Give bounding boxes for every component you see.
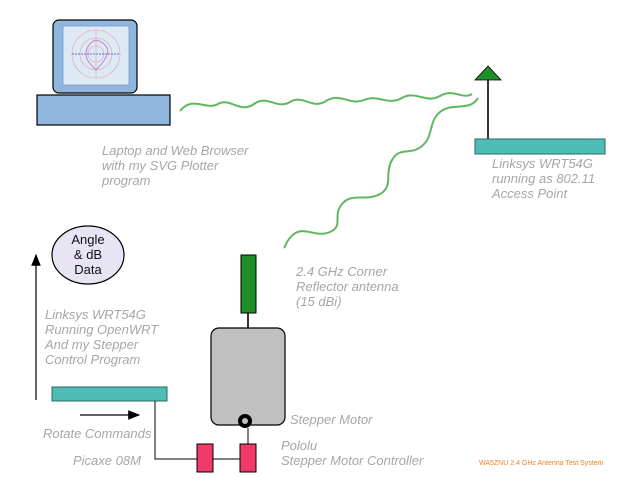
stepper-motor-icon <box>238 414 252 428</box>
stepper-motor-housing <box>210 327 286 426</box>
stepper-motor-label: Stepper Motor <box>290 412 373 427</box>
antenna-mast-icon <box>474 65 502 139</box>
rotate-commands-label: Rotate Commands <box>43 426 152 441</box>
wireless-wave-laptop <box>179 92 473 112</box>
data-bubble-label: Angle & dB Data <box>71 232 105 277</box>
access-point-router <box>474 138 606 155</box>
data-bubble <box>51 225 125 285</box>
pololu-label: Pololu Stepper Motor Controller <box>281 438 424 468</box>
pololu-controller <box>239 443 257 473</box>
antenna-label: 2.4 GHz Corner Reflector antenna (15 dBi… <box>296 264 399 309</box>
picaxe-chip <box>196 443 214 473</box>
access-point-label: Linksys WRT54G running as 802.11 Access … <box>492 156 596 201</box>
polar-plot-icon <box>71 29 121 79</box>
corner-reflector-antenna-icon <box>240 254 257 314</box>
laptop-label: Laptop and Web Browser with my SVG Plott… <box>102 143 249 188</box>
wireless-wave-antenna <box>283 97 479 249</box>
footer-credit: WA5ZNU 2.4 GHz Antenna Test System <box>479 460 604 467</box>
serial-wire <box>154 401 197 460</box>
picaxe-label: Picaxe 08M <box>73 453 141 468</box>
openwrt-label: Linksys WRT54G Running OpenWRT And my St… <box>45 307 159 367</box>
openwrt-router <box>51 386 168 402</box>
laptop-icon <box>36 19 171 126</box>
